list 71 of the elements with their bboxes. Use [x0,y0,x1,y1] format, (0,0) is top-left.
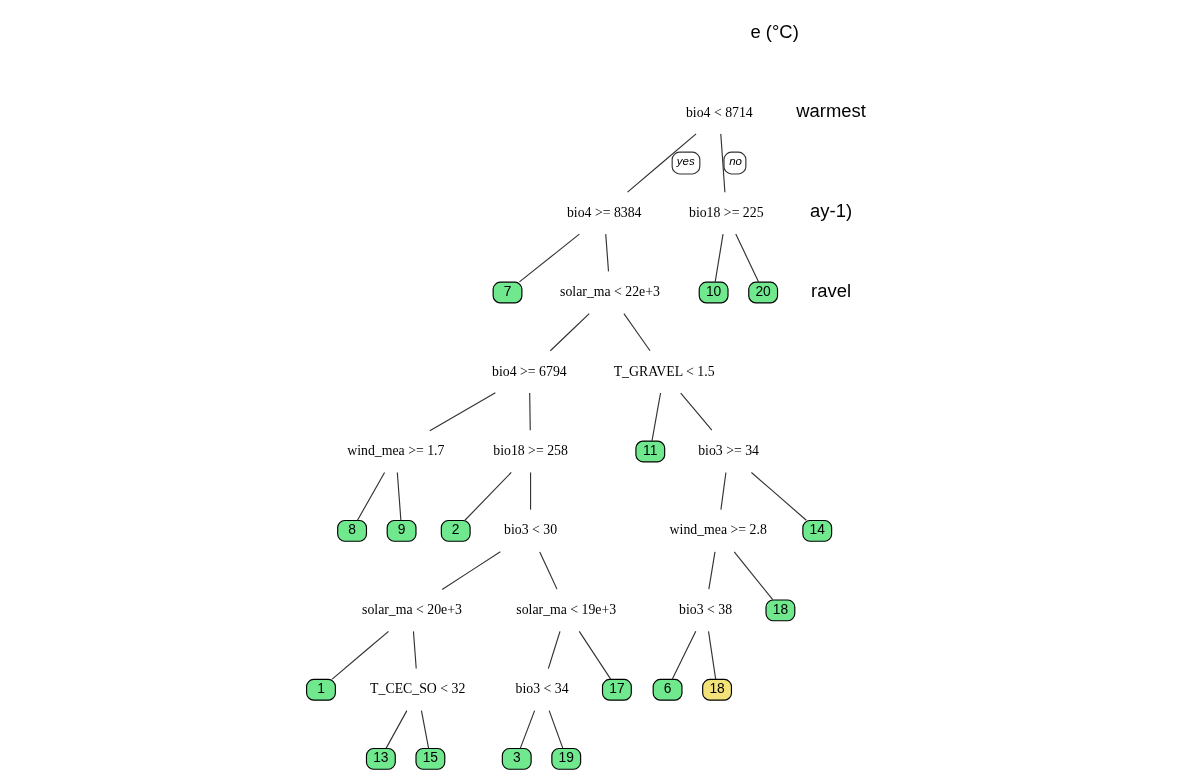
connector [463,471,512,521]
node-text: solar_ma < 20e+3 [361,601,462,617]
connector [578,630,611,680]
edge-label: yes [676,155,695,168]
connector [356,471,385,521]
node-text: bio4 < 8714 [685,104,753,120]
node-text: solar_ma < 22e+3 [559,284,660,300]
connector [707,630,716,680]
connector [650,392,661,442]
node-box: 14 [801,519,832,542]
node-box: 10 [698,281,729,304]
node-box: 18 [701,678,732,701]
connector [626,133,697,193]
node-box: 13 [365,747,396,770]
connector [420,710,429,749]
node-text: solar_ma < 19e+3 [515,601,616,617]
node-box: 11 [634,440,665,463]
node-text: T_GRAVEL < 1.5 [613,363,715,379]
connector [412,630,417,670]
node-text: bio3 < 34 [515,681,569,697]
node-box: 3 [501,747,532,770]
node-text: bio4 >= 8384 [566,204,642,220]
node-box: 19 [550,747,581,770]
node-text: wind_mea >= 1.7 [346,443,444,459]
node-box: 18 [764,599,795,622]
node-text: T_CEC_SO < 32 [369,681,465,697]
connector [547,630,561,670]
connector [428,392,496,432]
node-text: bio3 >= 34 [697,443,759,459]
label: ravel [810,279,851,301]
connector [604,233,609,272]
connector [384,710,407,749]
node-box: 8 [336,519,367,542]
node-box: 17 [601,678,632,701]
node-text: wind_mea >= 2.8 [669,522,767,538]
connector [714,233,724,283]
connector [519,710,535,749]
node-text: bio18 >= 225 [688,204,764,220]
connector [518,233,580,283]
connector [719,133,725,193]
node-box: 1 [305,678,336,701]
node-box: 9 [386,519,417,542]
connector [548,710,563,749]
connector [331,630,389,680]
connector [750,471,807,521]
node-box: 6 [652,678,683,701]
node-box: 15 [414,747,445,770]
node-text: bio18 >= 258 [492,443,568,459]
connector [528,392,531,431]
connector [529,471,531,511]
connector [538,551,558,590]
node-text: bio3 < 38 [678,601,732,617]
node-text: bio4 >= 6794 [491,363,567,379]
connector [441,551,501,591]
connector [733,551,773,601]
node-text: bio3 < 30 [503,522,557,538]
node-box: 7 [492,281,522,304]
connector [671,630,696,680]
label: warmest [795,100,866,122]
connector [622,313,651,352]
node-box: 2 [440,519,471,542]
connector [719,471,726,511]
connector [549,313,590,352]
connector [734,233,759,283]
label: ay-1) [809,200,852,222]
connector [679,392,712,431]
connector [396,471,401,521]
label: e (°C) [750,20,799,42]
edge-label: no [728,155,742,168]
node-box: 20 [747,281,778,304]
connector [707,551,716,590]
